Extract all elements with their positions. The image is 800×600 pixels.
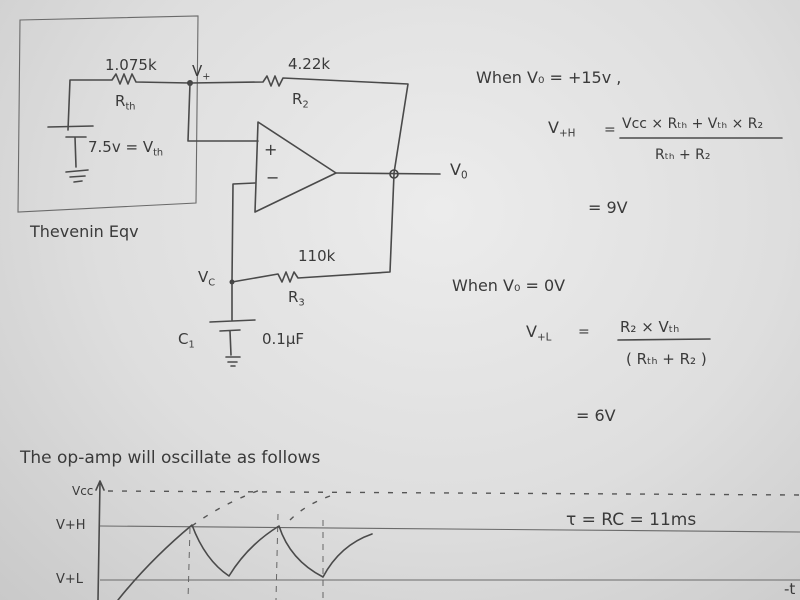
calc-high-denominator: Rₜₕ + R₂: [655, 147, 711, 163]
vc-label: VC: [198, 268, 216, 289]
ground-icon: [65, 169, 89, 183]
r-th-resistor: [67, 73, 191, 131]
opamp-plus: +: [264, 140, 278, 159]
y-axis: [95, 480, 105, 600]
t-axis-label: -t: [784, 580, 796, 598]
calc-low-condition: When V₀ = 0V: [452, 276, 566, 295]
thevenin-box: [17, 15, 199, 213]
calc-low-equals: =: [578, 324, 590, 340]
fraction-bar-low: [617, 338, 711, 341]
calc-high-result: = 9V: [588, 198, 628, 217]
inverting-feedback-wire: [231, 182, 256, 283]
capacitor-icon: [209, 281, 256, 367]
r3-resistor: [231, 173, 395, 283]
vh-line: [99, 525, 800, 533]
opamp-minus: −: [266, 168, 280, 187]
c1-label: C1: [178, 330, 195, 351]
calc-high-condition: When V₀ = +15v ,: [476, 68, 622, 87]
wire-v-plus-to-noninverting: [187, 82, 259, 142]
calc-high-numerator: Vᴄᴄ × Rₜₕ + Vₜₕ × R₂: [622, 116, 764, 132]
time-markers: [187, 513, 324, 600]
r3-label: R3: [288, 288, 305, 309]
v-th-label: 7.5v = Vth: [88, 138, 164, 159]
opamp-icon: [254, 121, 337, 213]
calc-high-lhs: V+H: [548, 118, 576, 140]
time-constant: τ = RC = 11ms: [566, 510, 697, 530]
output-label: V0: [450, 160, 468, 182]
thevenin-label: Thevenin Eqv: [30, 222, 139, 241]
calc-low-result: = 6V: [576, 406, 616, 425]
calc-low-lhs: V+L: [526, 322, 552, 344]
r2-label: R2: [292, 90, 309, 111]
r2-resistor: [189, 75, 409, 174]
calc-low-numerator: R₂ × Vₜₕ: [620, 318, 680, 336]
battery-icon: [47, 125, 94, 168]
c1-value: 0.1µF: [262, 330, 305, 348]
r-th-value: 1.075k: [105, 56, 157, 74]
r2-value: 4.22k: [288, 55, 331, 73]
vh-axis-label: V+H: [56, 518, 86, 533]
charging-extrapolation: [191, 489, 331, 527]
waveform-curve: [117, 524, 373, 600]
vcc-asymptote: [107, 490, 800, 496]
calc-low-denominator: ( Rₜₕ + R₂ ): [626, 350, 707, 368]
calc-high-equals: =: [604, 122, 616, 138]
v-plus-label: V+: [192, 62, 211, 83]
vcc-axis-label: Vᴄᴄ: [72, 484, 94, 498]
r-th-label: Rth: [115, 92, 136, 113]
waveform-caption: The op-amp will oscillate as follows: [20, 448, 321, 468]
vl-axis-label: V+L: [56, 572, 84, 587]
output-wire: [335, 172, 441, 175]
r3-value: 110k: [298, 247, 336, 265]
